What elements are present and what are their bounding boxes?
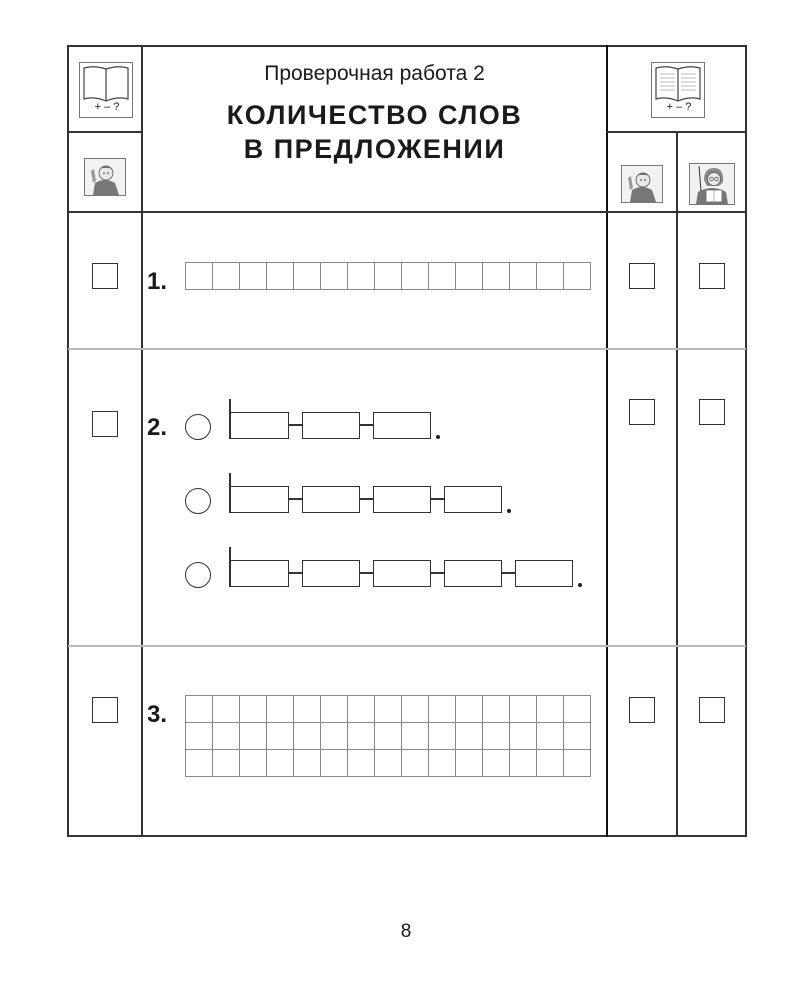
task-1-teacher-check-box[interactable]: [699, 263, 725, 289]
period-mark: [577, 583, 582, 587]
table-right-border: [745, 45, 747, 837]
task-1-self-check-box[interactable]: [92, 263, 118, 289]
book-self-check-icon: + – ?: [79, 62, 133, 118]
scheme-2-radio[interactable]: [185, 488, 211, 514]
task-2-self-check-box[interactable]: [92, 411, 118, 437]
task-3-letter-grid[interactable]: [185, 695, 591, 777]
period-mark: [435, 435, 440, 439]
header-divider-left: [67, 131, 142, 133]
task-1-student-check-box[interactable]: [629, 263, 655, 289]
table-left-border: [67, 45, 69, 837]
teacher-icon: [689, 163, 735, 205]
header-divider-right: [607, 131, 747, 133]
divider-right-cols: [676, 131, 678, 837]
header-bottom-border: [67, 211, 747, 213]
task-3-teacher-check-box[interactable]: [699, 697, 725, 723]
title-line-1: КОЛИЧЕСТВО СЛОВ: [226, 100, 523, 130]
divider-main-col: [606, 45, 608, 837]
worksheet-title: КОЛИЧЕСТВО СЛОВ В ПРЕДЛОЖЕНИИ: [142, 98, 607, 166]
sentence-scheme-4-words: [229, 473, 511, 513]
table-top-border: [67, 45, 747, 47]
task-2-student-check-box[interactable]: [629, 399, 655, 425]
task-1-number: 1.: [147, 268, 168, 295]
worksheet-subtitle: Проверочная работа 2: [264, 62, 485, 85]
student-icon: [621, 165, 663, 203]
divider-left-col: [141, 45, 143, 837]
sentence-scheme-5-words: [229, 547, 582, 587]
scheme-3-radio[interactable]: [185, 562, 211, 588]
book-check-icon: + – ?: [651, 62, 705, 118]
page-number: 8: [400, 921, 412, 942]
scheme-1-radio[interactable]: [185, 414, 211, 440]
task-separator-2: [68, 645, 746, 647]
sentence-scheme-3-words: [229, 399, 440, 439]
task-1-letter-cells[interactable]: [185, 262, 591, 290]
task-separator-1: [68, 348, 746, 350]
task-2-teacher-check-box[interactable]: [699, 399, 725, 425]
table-bottom-border: [67, 835, 747, 837]
task-3-number: 3.: [147, 701, 168, 728]
task-3-student-check-box[interactable]: [629, 697, 655, 723]
book-caption: + – ?: [666, 101, 692, 113]
task-3-self-check-box[interactable]: [92, 697, 118, 723]
title-line-2: В ПРЕДЛОЖЕНИИ: [243, 134, 506, 164]
period-mark: [506, 509, 511, 513]
book-caption: + – ?: [94, 101, 120, 113]
student-icon: [84, 158, 126, 196]
task-2-number: 2.: [147, 414, 168, 441]
